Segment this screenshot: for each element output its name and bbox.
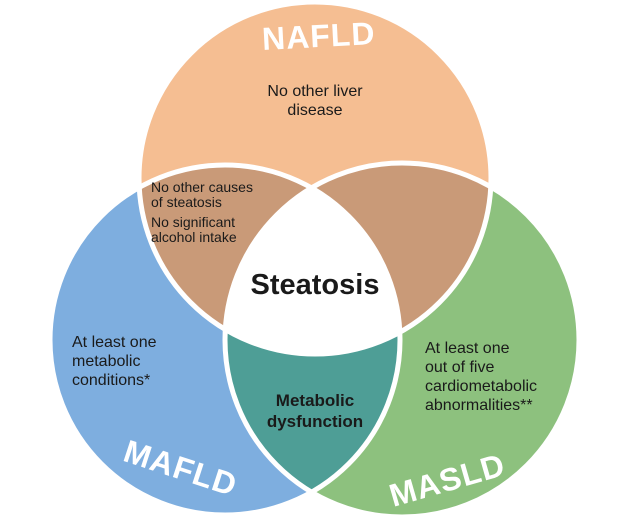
- nafld-label: NAFLD: [261, 15, 377, 57]
- steatosis-text: Steatosis: [250, 269, 380, 301]
